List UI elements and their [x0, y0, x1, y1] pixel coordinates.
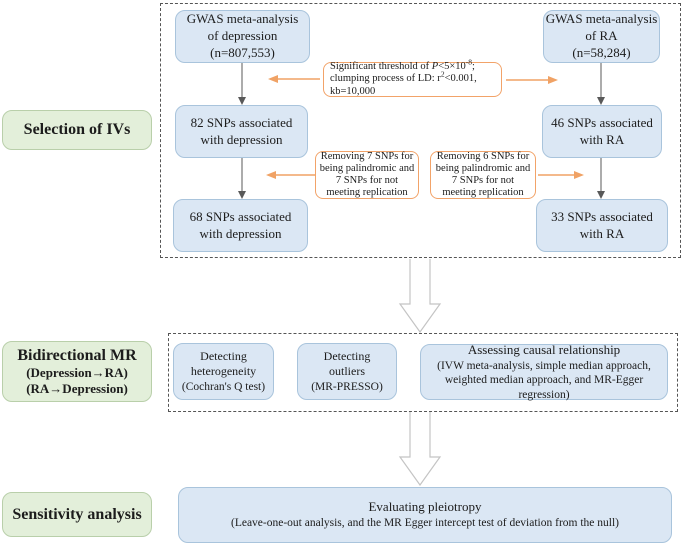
snps-82-depression-box: 82 SNPs associated with depression [175, 105, 308, 158]
bidirectional-mr-direction-1: (Depression→RA) [26, 364, 128, 380]
outliers-line1: Detecting [323, 348, 371, 363]
snps-33-ra-box: 33 SNPs associated with RA [536, 199, 668, 252]
snps-68-depression-box: 68 SNPs associated with depression [173, 199, 308, 252]
section-label-selection-of-ivs: Selection of IVs [2, 110, 152, 150]
arrow-down-icon [596, 158, 606, 199]
heterogeneity-line3: (Cochran's Q test) [181, 380, 266, 393]
heterogeneity-line1: Detecting [200, 348, 247, 363]
removing-ra-line1: Removing 6 SNPs for [436, 150, 530, 162]
removing-ra-line3: 7 SNPs for not [451, 175, 515, 186]
iv-selection-dashed-container [160, 3, 681, 258]
arrow-right-icon [538, 170, 584, 180]
gwas-ra-line3: (n=58,284) [572, 44, 631, 60]
snps-33-line2: with RA [579, 225, 625, 241]
mr-analysis-dashed-container [168, 333, 678, 412]
snps-68-line2: with depression [199, 225, 282, 241]
removing-snps-depression-callout: Removing 7 SNPs for being palindromic an… [315, 151, 419, 199]
snps-82-line1: 82 SNPs associated [190, 114, 293, 130]
causal-line2: (IVW meta-analysis, simple median approa… [437, 359, 651, 372]
heterogeneity-line2: heterogeneity [190, 364, 257, 379]
snps-46-ra-box: 46 SNPs associated with RA [542, 105, 662, 158]
outliers-line2: outliers [329, 364, 365, 379]
removing-snps-ra-callout: Removing 6 SNPs for being palindromic an… [430, 151, 536, 199]
removing-dep-line1: Removing 7 SNPs for [320, 150, 414, 162]
bidirectional-mr-title: Bidirectional MR [17, 346, 137, 364]
arrow-left-icon [268, 74, 320, 84]
causal-line3: weighted median approach, and MR-Egger r… [444, 374, 644, 401]
section-label-bidirectional-mr: Bidirectional MR (Depression→RA) (RA→Dep… [2, 341, 152, 402]
detecting-heterogeneity-box: Detecting heterogeneity (Cochran's Q tes… [173, 343, 274, 400]
assessing-causal-relationship-box: Assessing causal relationship (IVW meta-… [420, 342, 668, 401]
gwas-ra-box: GWAS meta-analysis of RA (n=58,284) [543, 10, 660, 63]
gwas-ra-line2: of RA [585, 28, 618, 44]
removing-dep-line3: 7 SNPs for not [335, 175, 399, 186]
threshold-line1: Significant threshold of P<5×10-8; [330, 57, 475, 73]
gwas-ra-line1: GWAS meta-analysis [545, 11, 658, 27]
snps-68-line1: 68 SNPs associated [189, 208, 292, 224]
arrow-down-icon [237, 63, 247, 105]
snps-46-line1: 46 SNPs associated [551, 114, 653, 130]
removing-dep-line4: meeting replication [326, 187, 408, 199]
significance-threshold-callout: Significant threshold of P<5×10-8; clump… [323, 57, 502, 97]
arrow-down-icon [237, 158, 247, 199]
detecting-outliers-box: Detecting outliers (MR-PRESSO) [297, 343, 397, 400]
flow-arrow-down-icon [398, 259, 442, 333]
pleiotropy-line1: Evaluating pleiotropy [368, 499, 482, 515]
snps-33-line1: 33 SNPs associated [551, 208, 653, 224]
gwas-depression-box: GWAS meta-analysis of depression (n=807,… [175, 10, 310, 63]
section-label-sensitivity-analysis: Sensitivity analysis [2, 492, 152, 537]
removing-dep-line2: being palindromic and [319, 162, 415, 174]
snps-46-line2: with RA [579, 131, 625, 147]
removing-ra-line4: meeting replication [442, 187, 524, 199]
bidirectional-mr-direction-2: (RA→Depression) [26, 381, 128, 397]
sensitivity-analysis-label: Sensitivity analysis [12, 505, 142, 523]
removing-ra-line2: being palindromic and [435, 162, 531, 174]
selection-of-ivs-label: Selection of IVs [23, 121, 131, 139]
arrow-down-icon [596, 63, 606, 105]
pleiotropy-line2: (Leave-one-out analysis, and the MR Egge… [230, 517, 619, 530]
arrow-left-icon [266, 170, 316, 180]
arrow-right-icon [506, 75, 558, 85]
outliers-line3: (MR-PRESSO) [311, 380, 383, 393]
threshold-line2: clumping process of LD: r2<0.001, kb=10,… [330, 69, 477, 97]
gwas-depression-line3: (n=807,553) [210, 44, 275, 60]
causal-line1: Assessing causal relationship [467, 342, 621, 357]
gwas-depression-line2: of depression [207, 28, 278, 44]
gwas-depression-line1: GWAS meta-analysis [186, 11, 299, 27]
snps-82-line2: with depression [200, 131, 283, 147]
flow-arrow-down-icon [398, 412, 442, 486]
evaluating-pleiotropy-box: Evaluating pleiotropy (Leave-one-out ana… [178, 487, 672, 543]
